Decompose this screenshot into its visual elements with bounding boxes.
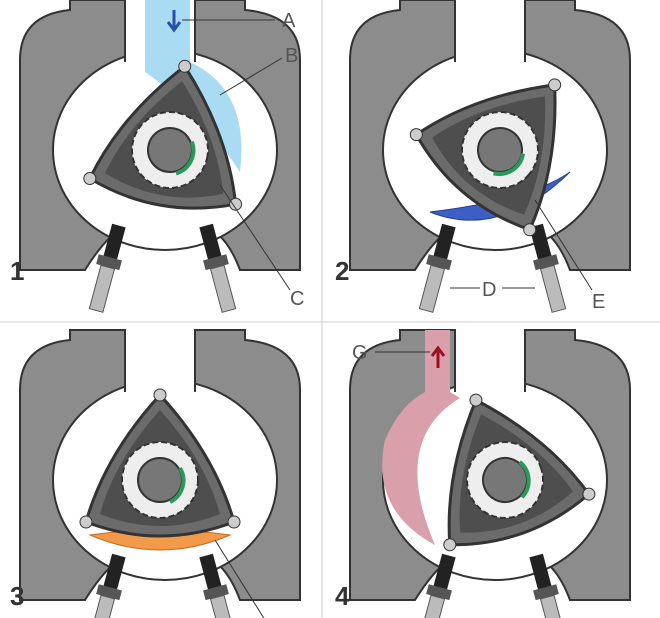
exhaust-chamber	[382, 330, 460, 545]
panel-number: 1	[10, 256, 24, 286]
label-c: C	[290, 288, 304, 310]
label-d: D	[482, 279, 496, 301]
exhaust-arrow-icon	[430, 345, 446, 368]
intake-arrow-icon	[166, 10, 182, 33]
panel-2-compression: D E 2	[335, 0, 631, 315]
panel-1-intake: A B C 1	[10, 0, 304, 315]
label-b: B	[285, 45, 298, 67]
panel-3-ignition: 3	[10, 329, 301, 618]
panel-number: 4	[335, 581, 350, 611]
label-g: G	[352, 342, 368, 364]
panel-number: 2	[335, 256, 349, 286]
panel-4-exhaust: G 4	[335, 329, 631, 618]
label-e: E	[592, 291, 605, 313]
label-a: A	[282, 10, 296, 32]
panel-number: 3	[10, 581, 24, 611]
